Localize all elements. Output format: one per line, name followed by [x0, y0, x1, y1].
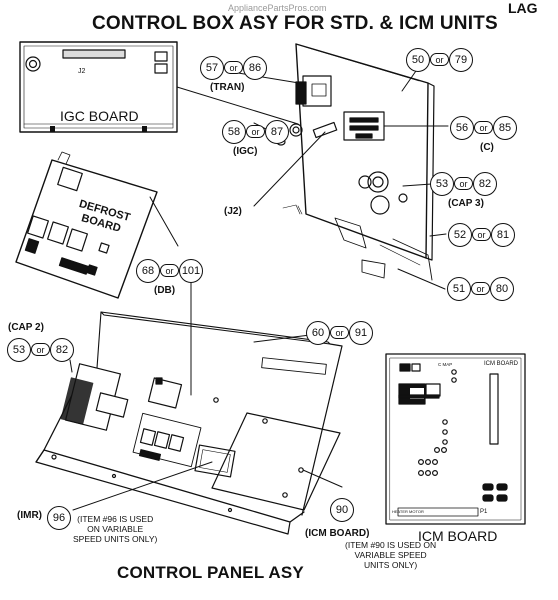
callout-label-db: (DB)	[154, 285, 176, 296]
igc-board-drawing	[19, 41, 178, 133]
or-connector: or	[454, 177, 473, 190]
or-connector: or	[31, 343, 50, 356]
icm-number-circle: 90	[330, 498, 354, 522]
callout-number-alternate: 85	[493, 116, 517, 140]
callout-number-primary: 52	[448, 223, 472, 247]
control-box-drawing	[276, 43, 435, 281]
callout-label-igc: (IGC)	[233, 146, 258, 157]
or-connector: or	[330, 326, 349, 339]
callout-number-alternate: 82	[50, 338, 74, 362]
callout-number-alternate: 79	[449, 48, 473, 72]
igc-board-label: IGC BOARD	[60, 108, 139, 124]
imr-note-line: (ITEM #96 IS USED	[77, 514, 154, 524]
callout-number-primary: 51	[447, 277, 471, 301]
icm-heater-motor-marking: HEATER MOTOR	[392, 509, 424, 514]
page-corner-label: LAG	[508, 0, 538, 16]
callout-number-primary: 57	[200, 56, 224, 80]
watermark: AppliancePartsPros.com	[228, 3, 327, 13]
or-connector: or	[430, 53, 449, 66]
or-connector: or	[472, 228, 491, 241]
icm-board-small-marking: ICM BOARD	[484, 361, 519, 367]
imr-note: (ITEM #96 IS USED ON VARIABLE SPEED UNIT…	[73, 514, 157, 544]
or-connector: or	[224, 61, 243, 74]
control-panel-drawing	[35, 311, 343, 535]
callout-label-cap2: (CAP 2)	[8, 322, 44, 333]
j2-callout-label: (J2)	[224, 206, 242, 217]
icm-c-map-marking: C MAP	[438, 362, 453, 367]
callout-label-tran: (TRAN)	[210, 82, 245, 93]
icm-board-title: ICM BOARD	[418, 528, 498, 544]
callout-number-primary: 68	[136, 259, 160, 283]
icm-note-line: (ITEM #90 IS USED ON	[345, 540, 437, 550]
callout-number-alternate: 86	[243, 56, 267, 80]
icm-board-detail-drawing	[385, 353, 526, 525]
callout-number-primary: 53	[430, 172, 454, 196]
or-connector: or	[160, 264, 179, 277]
callout-number-primary: 60	[306, 321, 330, 345]
callout-number-primary: 53	[7, 338, 31, 362]
callout-number-primary: 56	[450, 116, 474, 140]
callout-number-alternate: 101	[179, 259, 203, 283]
callout-number-alternate: 81	[491, 223, 515, 247]
icm-note-line: VARIABLE SPEED	[354, 550, 427, 560]
icm-callout-label: (ICM BOARD)	[305, 528, 370, 539]
page-title: CONTROL BOX ASY FOR STD. & ICM UNITS	[92, 13, 498, 34]
icm-note: (ITEM #90 IS USED ON VARIABLE SPEED UNIT…	[345, 540, 436, 570]
or-connector: or	[246, 125, 265, 138]
callout-number-alternate: 80	[490, 277, 514, 301]
imr-note-line: SPEED UNITS ONLY)	[73, 534, 158, 544]
callout-number-primary: 50	[406, 48, 430, 72]
igc-j2-marking: J2	[78, 68, 86, 75]
footer-title: CONTROL PANEL ASY	[117, 563, 304, 582]
callout-number-alternate: 87	[265, 120, 289, 144]
or-connector: or	[471, 282, 490, 295]
imr-note-line: ON VARIABLE	[87, 524, 144, 534]
callout-number-alternate: 91	[349, 321, 373, 345]
icm-p1-marking: P1	[480, 509, 488, 515]
imr-label: (IMR)	[17, 510, 42, 521]
callout-label-c: (C)	[480, 142, 494, 153]
callout-label-cap3: (CAP 3)	[448, 198, 484, 209]
imr-number-circle: 96	[47, 506, 71, 530]
or-connector: or	[474, 121, 493, 134]
icm-note-line: UNITS ONLY)	[363, 560, 418, 570]
callout-number-alternate: 82	[473, 172, 497, 196]
defrost-board-drawing	[15, 151, 158, 299]
callout-number-primary: 58	[222, 120, 246, 144]
